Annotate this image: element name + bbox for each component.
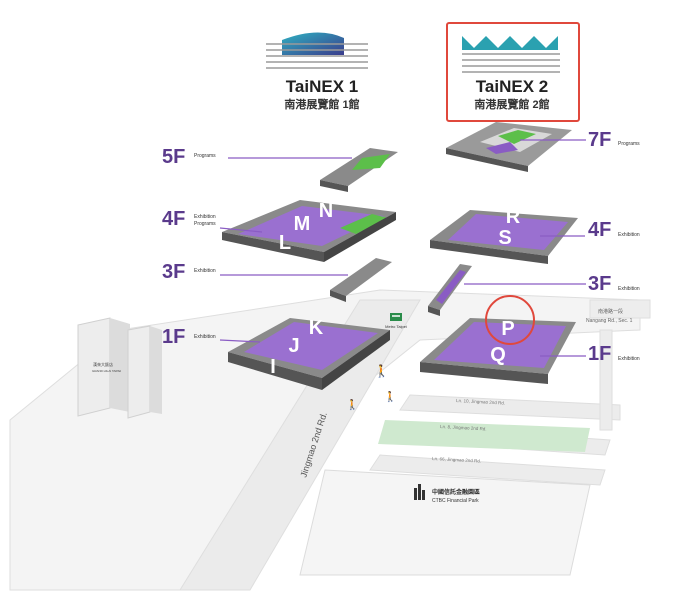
- t1-1f-sub: Exhibition: [194, 334, 216, 340]
- hall-R: R: [506, 206, 521, 228]
- hall-P: P: [501, 318, 514, 340]
- grand-hilai-zh: 漢來大飯店: [93, 361, 113, 367]
- t2-3f-slab: [428, 264, 472, 316]
- tainex1-logo: [266, 32, 368, 69]
- hall-Q: Q: [490, 344, 506, 366]
- street-lane2: Ln. 8, Jingmao 2nd Rd.: [440, 424, 487, 431]
- lawn: [378, 420, 590, 452]
- t2-3f-label: 3F: [588, 273, 611, 295]
- tainex2-highlight-box: [446, 22, 580, 122]
- street-nangang-en: Nangang Rd., Sec. 1: [586, 318, 633, 324]
- pedestrian-icon: 🚶: [346, 398, 358, 411]
- t1-5f-slab: [320, 148, 398, 192]
- t2-4f-sub: Exhibition: [618, 232, 640, 238]
- t2-7f-sub: Programs: [618, 141, 640, 147]
- tainex2-name: TaiNEX 2: [476, 77, 548, 96]
- tainex1-name-zh: 南港展覽館 1館: [284, 97, 359, 111]
- t2-1f-sub: Exhibition: [618, 356, 640, 362]
- street-nangang-zh: 南港路一段: [598, 308, 623, 315]
- hall-N: N: [319, 200, 333, 222]
- t2-4f-label: 4F: [588, 219, 611, 241]
- pedestrian-icon: 🚶: [374, 364, 389, 378]
- hall-K: K: [309, 317, 324, 339]
- t2-7f-label: 7F: [588, 129, 611, 151]
- tainex1-name: TaiNEX 1: [286, 77, 358, 96]
- hall-L: L: [279, 232, 291, 254]
- hall-S: S: [498, 227, 511, 249]
- ctbc-logo-icon: [414, 484, 425, 500]
- hall-p-highlight-circle: [485, 295, 535, 345]
- t1-3f-sub: Exhibition: [194, 268, 216, 274]
- tainex2-logo: [462, 36, 560, 73]
- pedestrian-icon: 🚶: [384, 390, 396, 403]
- t1-4f-sub2: Programs: [194, 221, 216, 227]
- metro-icon: [390, 313, 402, 321]
- t1-4f-label: 4F: [162, 208, 185, 230]
- t2-1f-slab: [420, 318, 576, 384]
- ctbc-en: CTBC Financial Park: [432, 498, 479, 504]
- t1-5f-label: 5F: [162, 146, 185, 168]
- street-lane3: Ln. 66, Jingmao 2nd Rd.: [432, 456, 481, 464]
- ctbc-zh: 中國信託金融園區: [432, 488, 480, 496]
- ground-roads: [9, 289, 651, 591]
- grand-hilai-towers: [77, 317, 162, 419]
- t1-5f-sub: Programs: [194, 153, 216, 159]
- t2-4f-slab: [430, 210, 578, 264]
- hall-J: J: [288, 335, 299, 357]
- t1-3f-label: 3F: [162, 261, 185, 283]
- metro-label: Metro Taipei: [385, 324, 407, 329]
- t1-1f-slab: [228, 318, 390, 390]
- t1-4f-slab: [222, 200, 396, 262]
- t2-3f-sub: Exhibition: [618, 286, 640, 292]
- t1-3f-slab: [330, 258, 392, 302]
- triangle-logo-icon: [462, 36, 558, 50]
- t2-1f-label: 1F: [588, 343, 611, 365]
- grand-hilai-en: GRAND HILAI TAIPEI: [92, 369, 121, 373]
- t1-1f-label: 1F: [162, 326, 185, 348]
- hall-I: I: [270, 356, 276, 378]
- street-lane1: Ln. 10, Jingmao 2nd Rd.: [456, 398, 505, 406]
- hall-M: M: [294, 213, 311, 235]
- t1-4f-sub1: Exhibition: [194, 214, 216, 220]
- tainex2-name-zh: 南港展覽館 2館: [474, 97, 549, 111]
- t2-7f-slab: [446, 122, 572, 172]
- ctbc-block: [299, 469, 591, 576]
